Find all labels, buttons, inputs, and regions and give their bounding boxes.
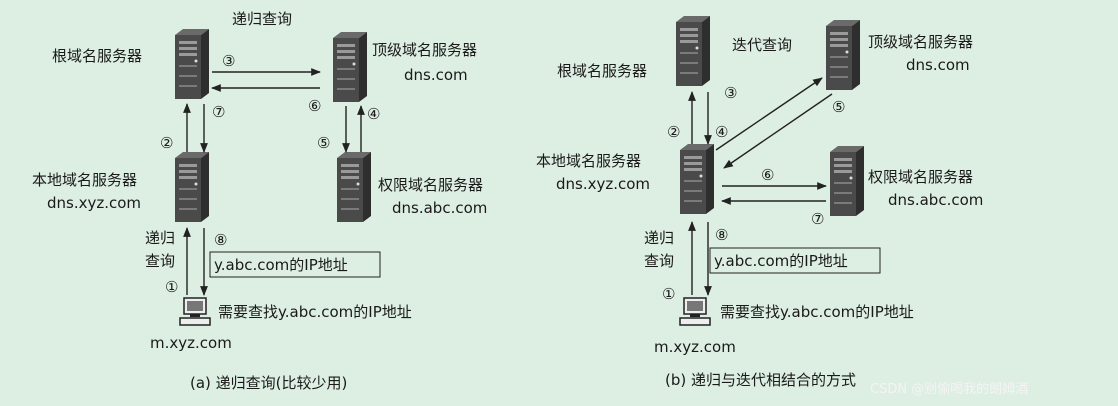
auth-server-label: 权限域名服务器 xyxy=(868,168,973,186)
tld-host-label: dns.com xyxy=(906,56,970,74)
step-3: ③ xyxy=(724,84,737,102)
tld-server-icon xyxy=(333,32,367,102)
recursive-label-2: 查询 xyxy=(145,252,175,270)
tld-server-icon xyxy=(826,20,860,90)
client-label: m.xyz.com xyxy=(654,338,736,356)
step-6: ⑥ xyxy=(308,97,321,115)
caption-a: (a) 递归查询(比较少用) xyxy=(190,374,347,392)
recursive-query-title: 递归查询 xyxy=(232,10,292,28)
step-2: ② xyxy=(667,123,680,141)
recursive-label-2: 查询 xyxy=(644,252,674,270)
local-host-label: dns.xyz.com xyxy=(47,194,141,212)
left-diagram: 递归查询 根域名服务器 顶级域名服务器 dns.com 本地域名服务器 dns.… xyxy=(32,10,487,392)
tld-host-label: dns.com xyxy=(404,66,468,84)
local-server-icon xyxy=(175,152,209,222)
iterative-query-title: 迭代查询 xyxy=(732,36,792,54)
step-6: ⑥ xyxy=(761,166,774,184)
caption-b: (b) 递归与迭代相结合的方式 xyxy=(665,371,856,389)
step-7: ⑦ xyxy=(811,210,824,228)
client-computer-icon xyxy=(179,297,211,326)
step-8: ⑧ xyxy=(715,226,728,244)
local-server-label: 本地域名服务器 xyxy=(32,171,137,189)
arrow-tld-to-local xyxy=(723,93,833,169)
step-2: ② xyxy=(160,134,173,152)
step-4: ④ xyxy=(367,105,380,123)
recursive-label-1: 递归 xyxy=(145,229,175,247)
step-8: ⑧ xyxy=(214,231,227,249)
auth-server-label: 权限域名服务器 xyxy=(378,176,483,194)
auth-host-label: dns.abc.com xyxy=(392,199,487,217)
local-host-label: dns.xyz.com xyxy=(556,175,650,193)
step-7: ⑦ xyxy=(212,103,225,121)
step-4: ④ xyxy=(715,123,728,141)
recursive-label-1: 递归 xyxy=(644,229,674,247)
step-1: ① xyxy=(165,278,178,296)
root-server-label: 根域名服务器 xyxy=(557,62,647,80)
need-label: 需要查找y.abc.com的IP地址 xyxy=(720,303,914,321)
watermark: CSDN @别偷喝我的朗姆酒 xyxy=(870,381,1028,397)
answer-box xyxy=(709,247,881,274)
step-3: ③ xyxy=(222,52,235,70)
auth-host-label: dns.abc.com xyxy=(888,191,983,209)
tld-server-label: 顶级域名服务器 xyxy=(868,33,973,51)
step-1: ① xyxy=(662,285,675,303)
root-server-icon xyxy=(175,29,209,99)
client-label: m.xyz.com xyxy=(150,334,232,352)
client-computer-icon xyxy=(679,297,711,326)
local-server-label: 本地域名服务器 xyxy=(536,152,641,170)
need-label: 需要查找y.abc.com的IP地址 xyxy=(218,303,412,321)
answer-label: y.abc.com的IP地址 xyxy=(714,252,848,270)
auth-server-icon xyxy=(830,146,864,216)
right-diagram: 迭代查询 根域名服务器 顶级域名服务器 dns.com 本地域名服务器 dns.… xyxy=(536,16,983,389)
step-5: ⑤ xyxy=(832,98,845,116)
auth-server-icon xyxy=(337,152,371,222)
step-5: ⑤ xyxy=(317,134,330,152)
arrow-local-to-tld xyxy=(715,77,823,151)
root-server-label: 根域名服务器 xyxy=(52,47,142,65)
root-server-icon xyxy=(676,16,710,86)
tld-server-label: 顶级域名服务器 xyxy=(372,41,477,59)
answer-label: y.abc.com的IP地址 xyxy=(214,256,348,274)
local-server-icon xyxy=(680,144,714,214)
answer-box xyxy=(209,251,381,278)
